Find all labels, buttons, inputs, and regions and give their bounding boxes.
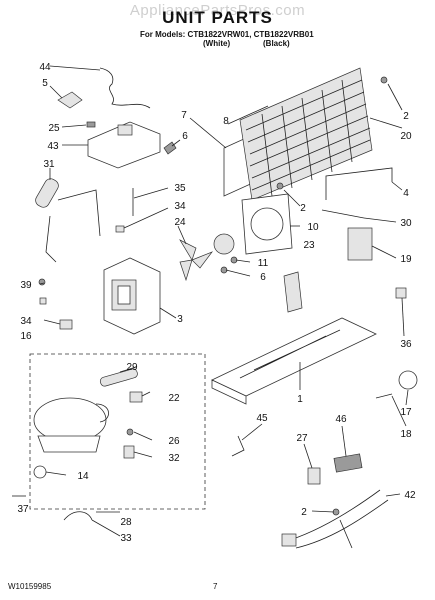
callout-3: 3 <box>177 314 183 325</box>
callout-31: 31 <box>43 159 55 170</box>
part-31-drier <box>35 178 59 208</box>
callout-33: 33 <box>120 533 132 544</box>
part-42-wire-harness <box>289 489 389 549</box>
part-18-axle <box>375 393 393 399</box>
callout-19: 19 <box>400 254 412 265</box>
callout-numbers: 44 5 25 43 31 39 34 16 7 6 35 34 24 8 10… <box>17 62 416 544</box>
callout-26: 26 <box>168 436 180 447</box>
leader-lines <box>39 65 409 537</box>
callout-34-left: 34 <box>20 316 32 327</box>
part-20-evaporator-coil <box>239 67 373 201</box>
callout-11: 11 <box>258 258 269 269</box>
callout-36: 36 <box>400 339 412 350</box>
compressor <box>33 397 109 453</box>
part-42-connector <box>281 533 297 547</box>
part-43-control-box <box>87 121 161 169</box>
black-variant-label: (Black) <box>263 39 290 48</box>
part-3-condenser <box>103 257 161 335</box>
part-34-clip-left <box>39 297 47 305</box>
part-34-clip-center <box>115 225 125 233</box>
watermark: AppliancePartsPros.com <box>129 2 306 19</box>
part-17-roller <box>398 370 418 390</box>
part-22-relay <box>129 391 143 403</box>
part-31-tubing <box>45 189 101 263</box>
callout-42: 42 <box>404 490 416 501</box>
callout-34-center: 34 <box>174 201 186 212</box>
white-variant-label: (White) <box>203 39 231 48</box>
callout-8: 8 <box>223 116 229 127</box>
part-43-relay <box>117 124 133 136</box>
part-44-wire <box>99 67 151 109</box>
callout-23: 23 <box>303 240 315 251</box>
callout-7: 7 <box>181 110 187 121</box>
part-5-clip <box>57 91 83 109</box>
part-33-wire <box>63 511 93 521</box>
callout-2-upper: 2 <box>403 111 409 122</box>
callout-29: 29 <box>126 362 138 373</box>
callout-44: 44 <box>39 62 51 73</box>
callout-5: 5 <box>42 78 48 89</box>
part-29-capacitor <box>99 368 138 387</box>
callout-25: 25 <box>48 123 60 134</box>
callout-45: 45 <box>256 413 268 424</box>
callout-2-mid: 2 <box>300 203 306 214</box>
page-title: UNIT PARTS <box>162 8 273 27</box>
callout-2-lower: 2 <box>301 507 307 518</box>
callout-32: 32 <box>168 453 180 464</box>
part-32-overload <box>123 445 135 459</box>
part-10-fan-motor <box>213 233 235 255</box>
page-number: 7 <box>213 582 218 591</box>
part-25-screw <box>86 121 96 128</box>
part-1-base-pan <box>211 317 377 405</box>
part-6-screw-upper <box>163 141 177 155</box>
part-16-clip <box>59 319 73 330</box>
callout-20: 20 <box>400 131 412 142</box>
part-30-thermostat <box>321 209 365 219</box>
part-24-fan-blade <box>179 239 214 282</box>
callout-18: 18 <box>400 429 412 440</box>
callout-16: 16 <box>20 331 32 342</box>
part-36-clip <box>395 287 407 299</box>
part-46-label <box>333 453 363 473</box>
callout-46: 46 <box>335 414 347 425</box>
part-26-screw <box>126 428 134 436</box>
callout-14: 14 <box>77 471 89 482</box>
callout-35: 35 <box>174 183 186 194</box>
callout-43: 43 <box>47 141 59 152</box>
part-19-insulation <box>347 227 373 261</box>
part-45-bracket <box>231 435 245 457</box>
callout-4: 4 <box>403 188 409 199</box>
part-23-insulation <box>283 271 303 313</box>
part-27-terminal <box>307 467 321 485</box>
compressor-group-box <box>29 353 206 510</box>
part-2-screw-upper <box>380 76 388 84</box>
callout-10: 10 <box>307 222 319 233</box>
callout-22: 22 <box>168 393 180 404</box>
callout-37: 37 <box>17 504 29 515</box>
part-14-grommet <box>33 465 47 479</box>
callout-28: 28 <box>120 517 132 528</box>
callout-39: 39 <box>20 280 32 291</box>
callout-30: 30 <box>400 218 412 229</box>
part-2-screw-mid <box>276 182 284 190</box>
callout-24: 24 <box>174 217 186 228</box>
callout-1: 1 <box>297 394 303 405</box>
models-line: For Models: CTB1822VRW01, CTB1822VRB01 <box>140 30 314 39</box>
callout-6-upper: 6 <box>182 131 188 142</box>
callout-27: 27 <box>296 433 308 444</box>
callout-6-lower: 6 <box>260 272 266 283</box>
part-39-grommet <box>38 278 46 286</box>
part-8-shroud-opening <box>250 207 284 241</box>
callout-17: 17 <box>400 407 412 418</box>
part-4-defrost-heater <box>325 167 393 200</box>
document-number: W10159985 <box>8 582 52 591</box>
